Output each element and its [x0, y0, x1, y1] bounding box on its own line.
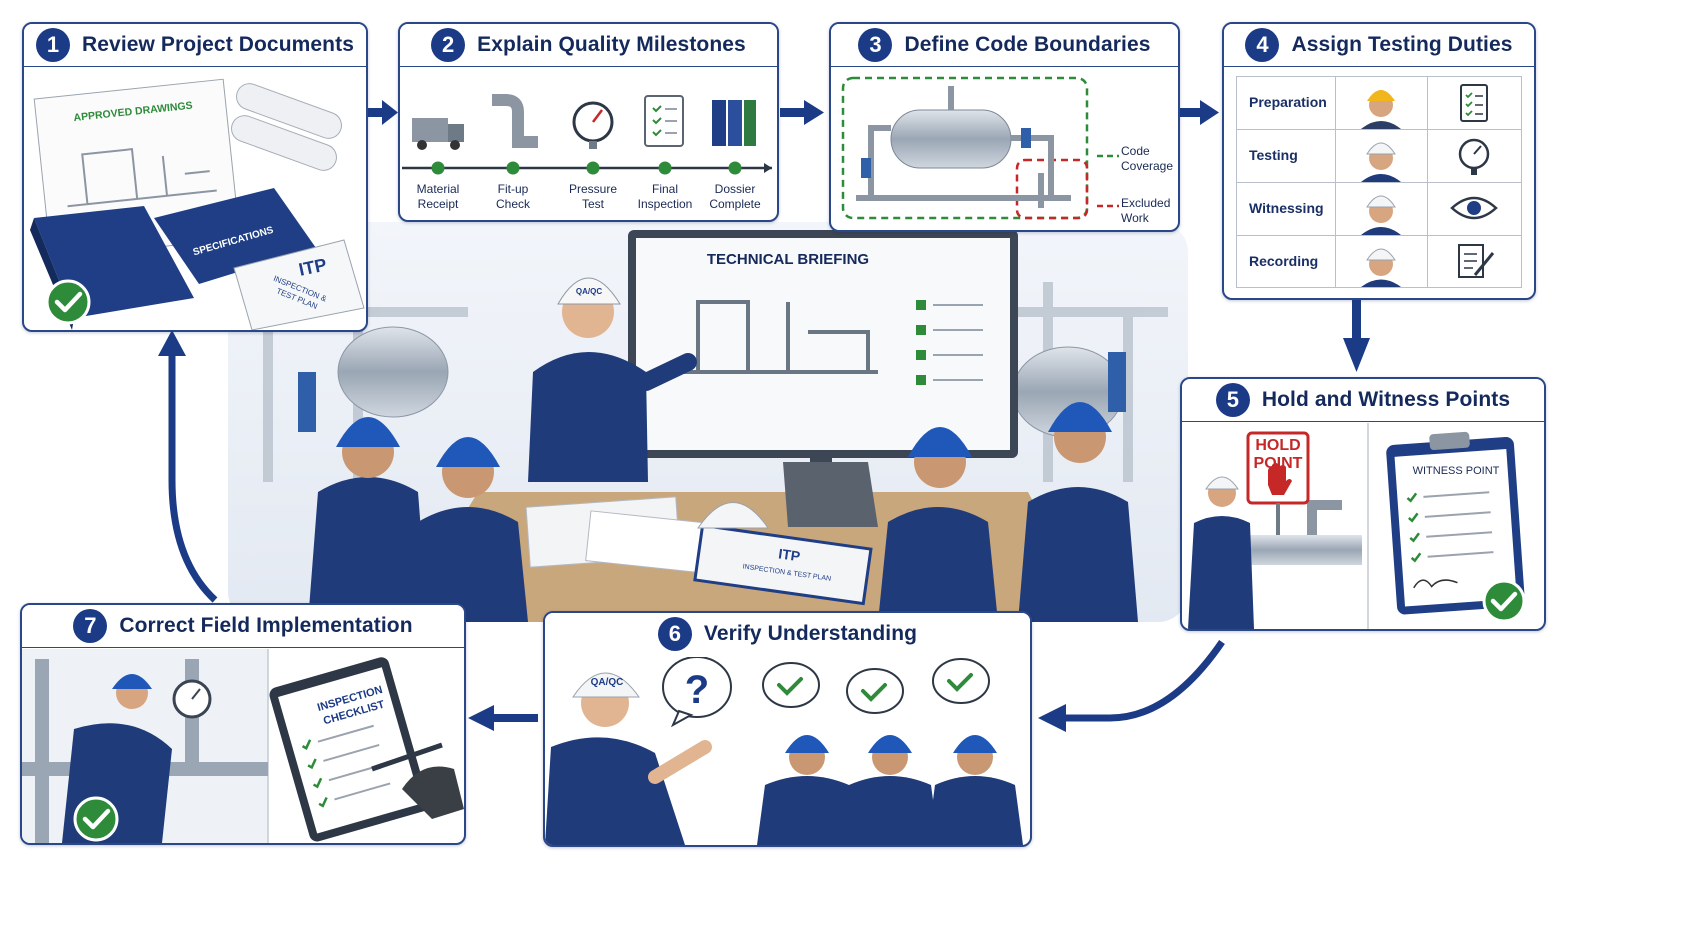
milestone-label: Final Inspection [637, 182, 693, 211]
step-3-badge: 3 [858, 28, 893, 62]
check-bubble [932, 658, 990, 704]
duty-witnessing: Witnessing [1249, 200, 1324, 216]
step-3-header: 3 Define Code Boundaries [831, 24, 1178, 67]
step-card-1: 1 Review Project Documents APPROVED DRAW… [22, 22, 368, 332]
step-6-title: Verify Understanding [703, 622, 918, 645]
step-1-header: 1 Review Project Documents [24, 24, 366, 67]
technical-briefing-scene: TECHNICAL BRIEFING ITP INSPECTION & TEST… [228, 222, 1188, 622]
worker-avatar [1361, 248, 1401, 287]
worker-avatar [757, 735, 855, 845]
arrow-left-icon [468, 705, 538, 731]
step-5-header: 5 Hold and Witness Points [1182, 379, 1544, 422]
step-7-header: 7 Correct Field Implementation [22, 605, 464, 648]
check-icon [1482, 579, 1526, 623]
step-2-header: 2 Explain Quality Milestones [400, 24, 777, 67]
question-mark-icon: ? [685, 668, 709, 712]
duty-testing: Testing [1249, 147, 1298, 163]
check-icon [45, 279, 91, 325]
pipe-fitting-icon [492, 94, 538, 148]
step-1-badge: 1 [36, 28, 70, 62]
checklist-icon [644, 95, 684, 147]
milestone-label: Material Receipt [416, 182, 460, 211]
step-7-title: Correct Field Implementation [119, 614, 413, 637]
dossier-binders-icon [712, 100, 756, 146]
step-6-badge: 6 [657, 617, 692, 651]
step-card-4: 4 Assign Testing Duties Preparation Test… [1222, 22, 1536, 300]
hold-point-line2: POINT [1253, 455, 1303, 472]
clipboard-icon [1460, 84, 1488, 122]
step-6-header: 6 Verify Understanding [545, 613, 1030, 655]
arrow-curve-7-1 [168, 352, 218, 603]
worker-avatar [1361, 142, 1401, 182]
step-4-title: Assign Testing Duties [1291, 33, 1513, 56]
gauge-icon [1458, 138, 1490, 175]
step-3-title: Define Code Boundaries [904, 33, 1151, 56]
arrow-down-icon [1343, 300, 1370, 372]
duty-recording: Recording [1249, 253, 1319, 269]
worker-avatar [1361, 90, 1401, 129]
arrow-right-icon [368, 100, 398, 125]
arrow-up-icon [158, 330, 186, 356]
center-helmet-label: QA/QC [576, 287, 602, 296]
witness-point-label: WITNESS POINT [1412, 465, 1500, 477]
step-card-7: 7 Correct Field Implementation [20, 603, 466, 845]
worker-avatar [841, 735, 939, 845]
arrow-right-icon [1180, 100, 1219, 125]
step-1-title: Review Project Documents [82, 33, 354, 56]
hold-point-line1: HOLD [1255, 437, 1301, 454]
duty-preparation: Preparation [1249, 94, 1327, 110]
milestone-label: Dossier Complete [709, 182, 761, 211]
arrow-right-icon [780, 100, 824, 125]
screen-title: TECHNICAL BRIEFING [707, 251, 869, 268]
step-2-title: Explain Quality Milestones [477, 33, 746, 56]
step-card-5: 5 Hold and Witness Points [1180, 377, 1546, 631]
eye-icon [1450, 196, 1498, 220]
milestone-label: Fit-up Check [495, 182, 530, 211]
step-4-badge: 4 [1245, 28, 1280, 62]
step-4-header: 4 Assign Testing Duties [1224, 24, 1534, 67]
question-bubble: ? [662, 657, 732, 728]
arrow-curve-5-6 [1062, 640, 1225, 722]
worker-avatar [927, 735, 1023, 845]
duties-grid: Preparation Testing Witnessing Recording [1236, 76, 1522, 288]
arrow-left-icon [1038, 704, 1066, 732]
check-bubble [762, 662, 820, 708]
step-card-2: 2 Explain Quality Milestones [398, 22, 779, 222]
qaqc-helmet-label: QA/QC [591, 677, 624, 688]
step-card-3: 3 Define Code Boundaries Code Coverage E… [829, 22, 1180, 232]
step-2-badge: 2 [431, 28, 466, 62]
milestone-label: Pressure Test [568, 182, 618, 211]
step-7-badge: 7 [73, 609, 108, 643]
code-coverage-label: Code Coverage [1121, 144, 1174, 173]
pressure-gauge-icon [572, 101, 614, 149]
check-icon [73, 796, 119, 842]
excluded-work-label: Excluded Work [1121, 196, 1171, 225]
check-bubble [846, 668, 904, 714]
center-itp-title: ITP [777, 545, 801, 564]
truck-icon [412, 118, 464, 150]
step-5-title: Hold and Witness Points [1261, 388, 1511, 411]
document-pen-icon [1458, 244, 1495, 278]
step-5-badge: 5 [1215, 383, 1250, 417]
stop-hand-icon [1268, 463, 1292, 495]
step-card-6: 6 Verify Understanding QA/QC ? [543, 611, 1032, 847]
worker-avatar [1361, 195, 1401, 235]
